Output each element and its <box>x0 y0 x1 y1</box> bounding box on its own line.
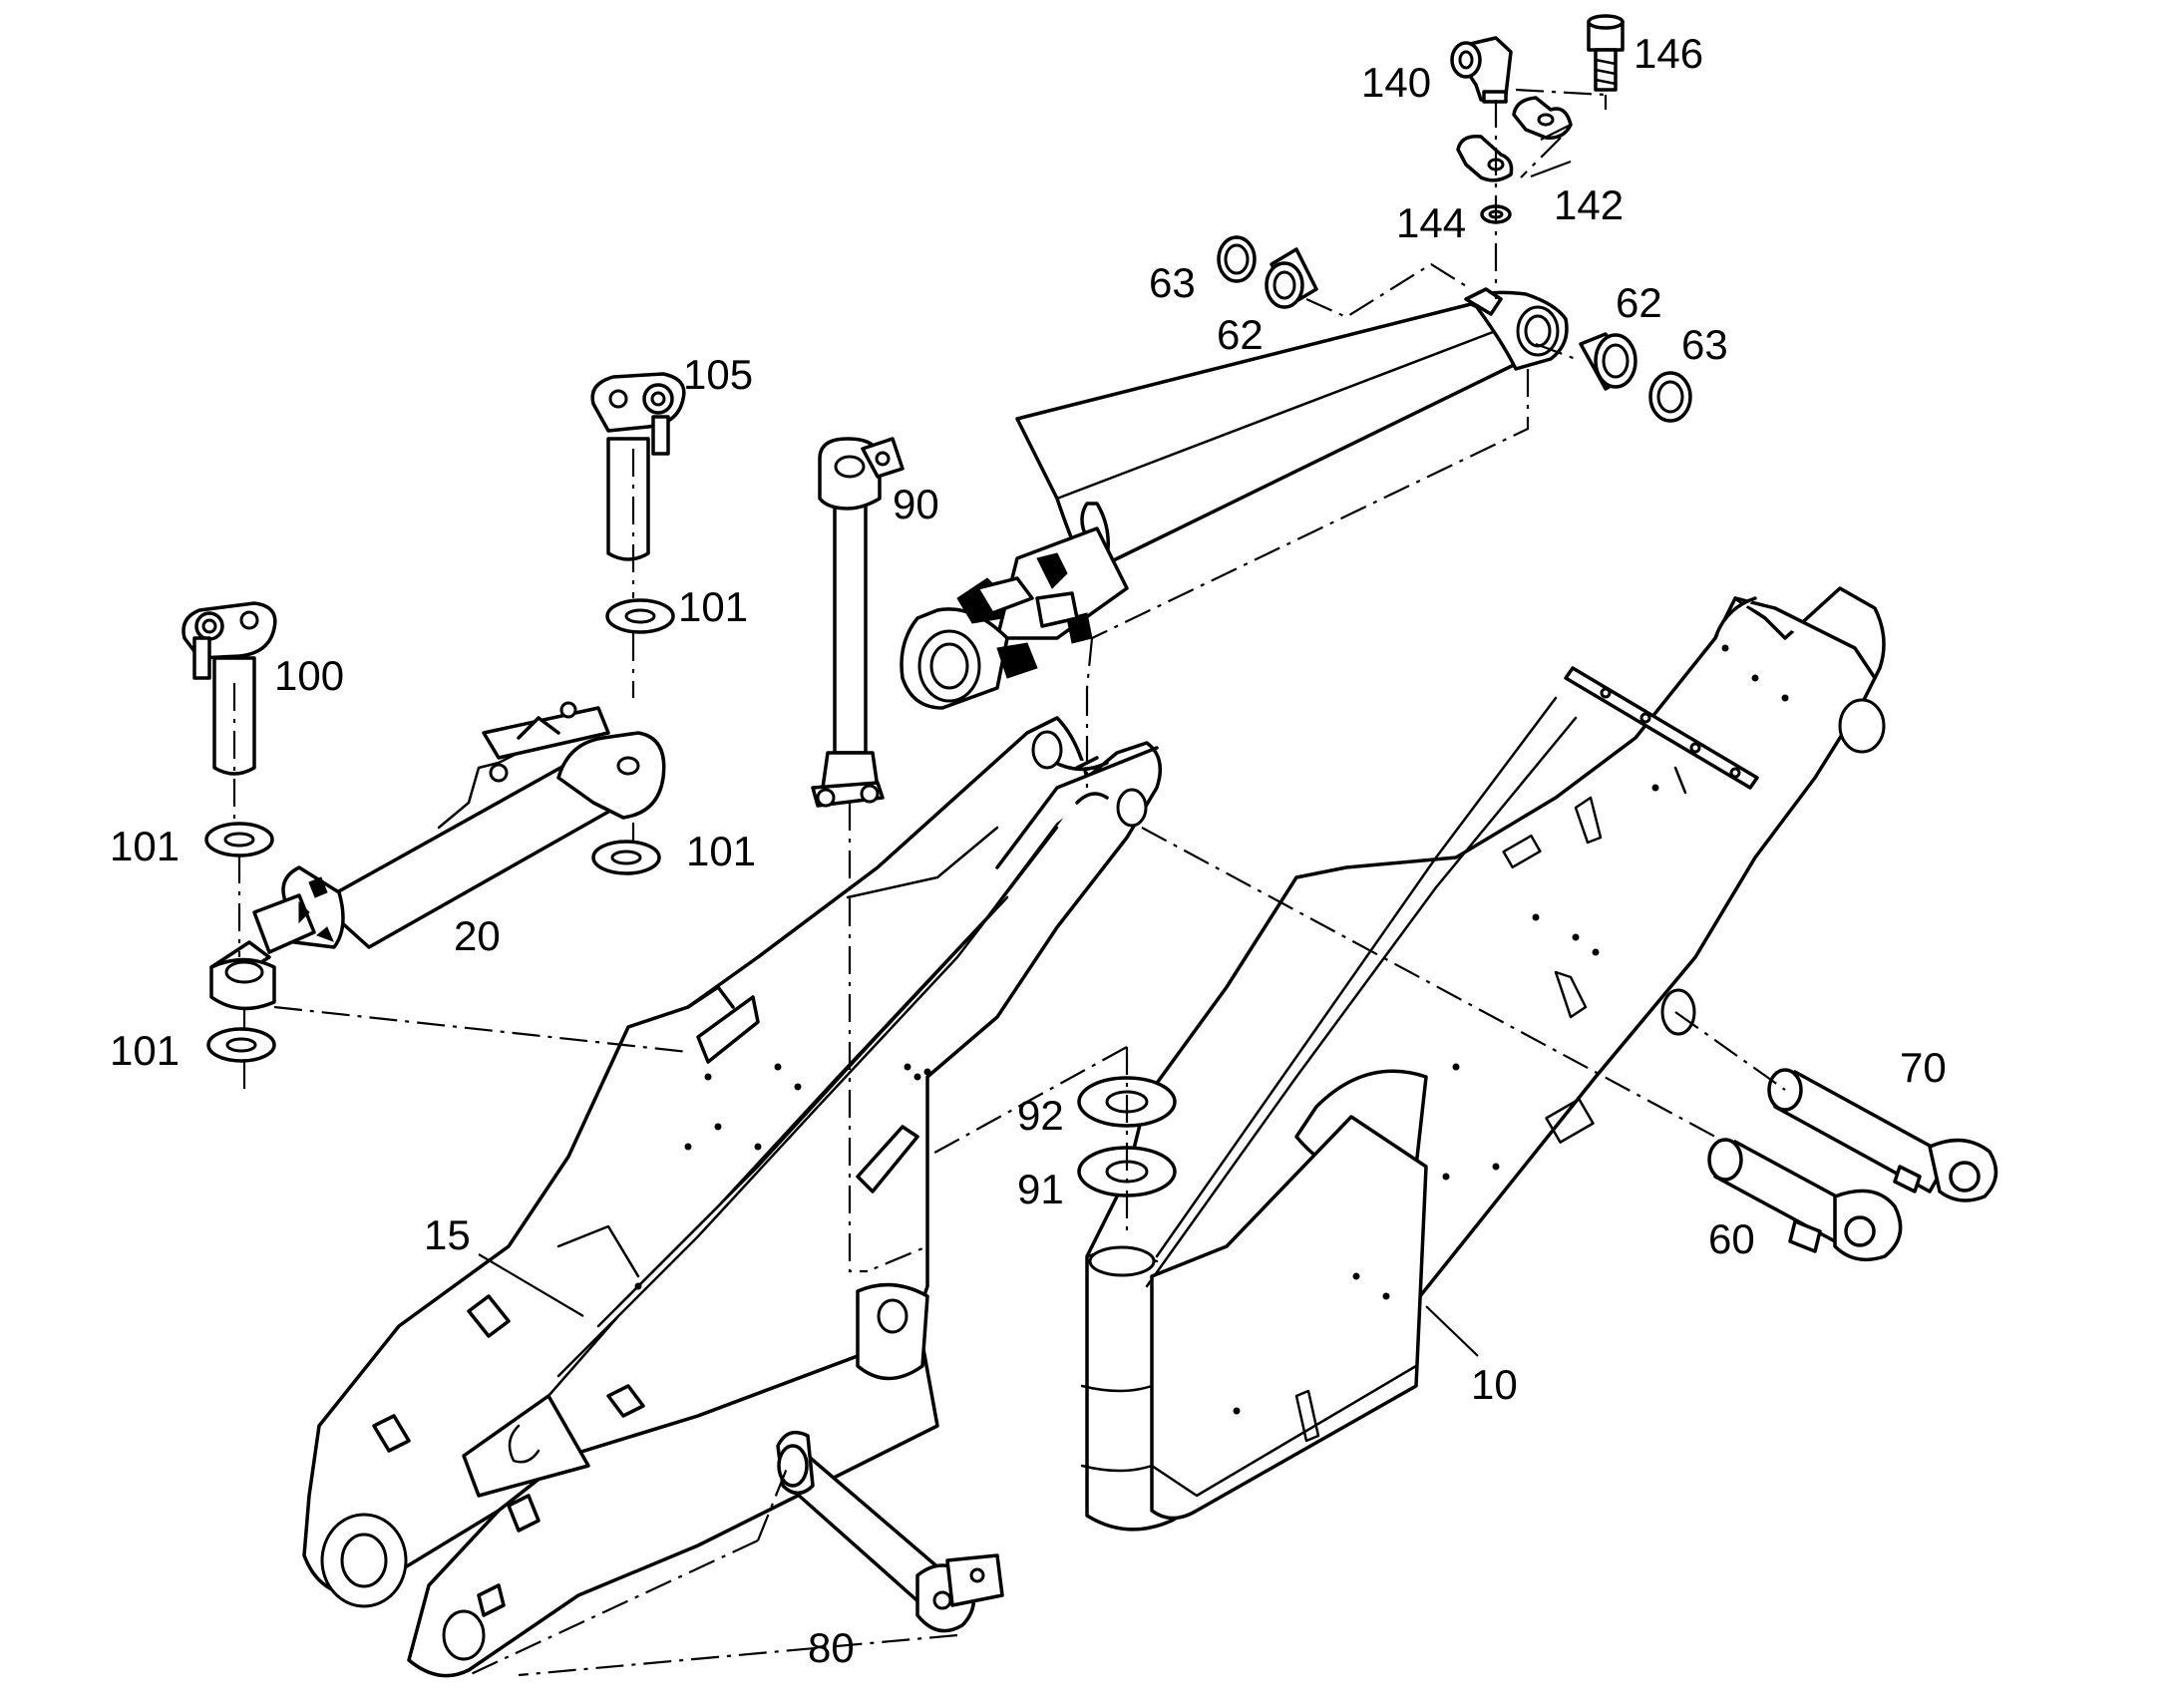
callout-63-left: 63 <box>1149 259 1196 306</box>
callout-labels: 146 140 142 144 63 62 62 63 105 90 101 1… <box>110 30 1947 1671</box>
part-15-arm <box>302 716 1163 1678</box>
part-101-washer-2 <box>204 822 274 857</box>
part-142-flange-half <box>1456 96 1573 182</box>
part-90-cylinder <box>811 437 905 808</box>
part-63-seal-left <box>1217 235 1257 283</box>
callout-105: 105 <box>683 351 753 398</box>
callout-10: 10 <box>1471 1361 1518 1408</box>
callout-140: 140 <box>1361 59 1431 106</box>
callout-62-right: 62 <box>1616 279 1662 326</box>
callout-90: 90 <box>893 481 939 527</box>
part-105-pin <box>590 372 686 561</box>
callout-101-right: 101 <box>686 828 756 874</box>
part-63-seal-right <box>1648 371 1692 423</box>
callout-100: 100 <box>274 652 344 699</box>
part-101-washer-4 <box>206 1027 276 1063</box>
part-boom-cylinder <box>900 287 1569 710</box>
callout-60: 60 <box>1708 1215 1755 1262</box>
part-101-washer-1 <box>605 598 675 634</box>
part-140-elbow-fitting <box>1450 36 1513 104</box>
callout-101-top: 101 <box>678 583 748 630</box>
part-80-pin <box>776 1430 1004 1633</box>
callout-20: 20 <box>454 912 501 959</box>
callout-144: 144 <box>1396 199 1466 246</box>
assembly-lines <box>232 88 1786 1677</box>
leader-lines <box>478 124 1572 1357</box>
callout-101-bottom: 101 <box>110 1027 180 1074</box>
part-20-cylinder <box>209 701 666 1011</box>
callout-62-left: 62 <box>1217 311 1264 358</box>
part-101-washer-3 <box>591 840 661 875</box>
callout-101-left: 101 <box>110 823 180 869</box>
part-100-pin <box>182 601 277 776</box>
callout-15: 15 <box>424 1211 471 1258</box>
part-146-bolt <box>1587 14 1625 92</box>
callout-70: 70 <box>1900 1044 1947 1091</box>
callout-63-right: 63 <box>1681 321 1728 368</box>
part-10-boom <box>1080 586 1886 1532</box>
part-60-pin <box>1707 1138 1903 1262</box>
callout-92: 92 <box>1017 1092 1064 1139</box>
part-62-bushing-right <box>1579 332 1637 391</box>
callout-80: 80 <box>808 1624 855 1671</box>
callout-91: 91 <box>1017 1166 1064 1212</box>
callout-146: 146 <box>1634 30 1703 77</box>
part-62-bushing-left <box>1265 247 1318 309</box>
callout-142: 142 <box>1554 181 1624 228</box>
